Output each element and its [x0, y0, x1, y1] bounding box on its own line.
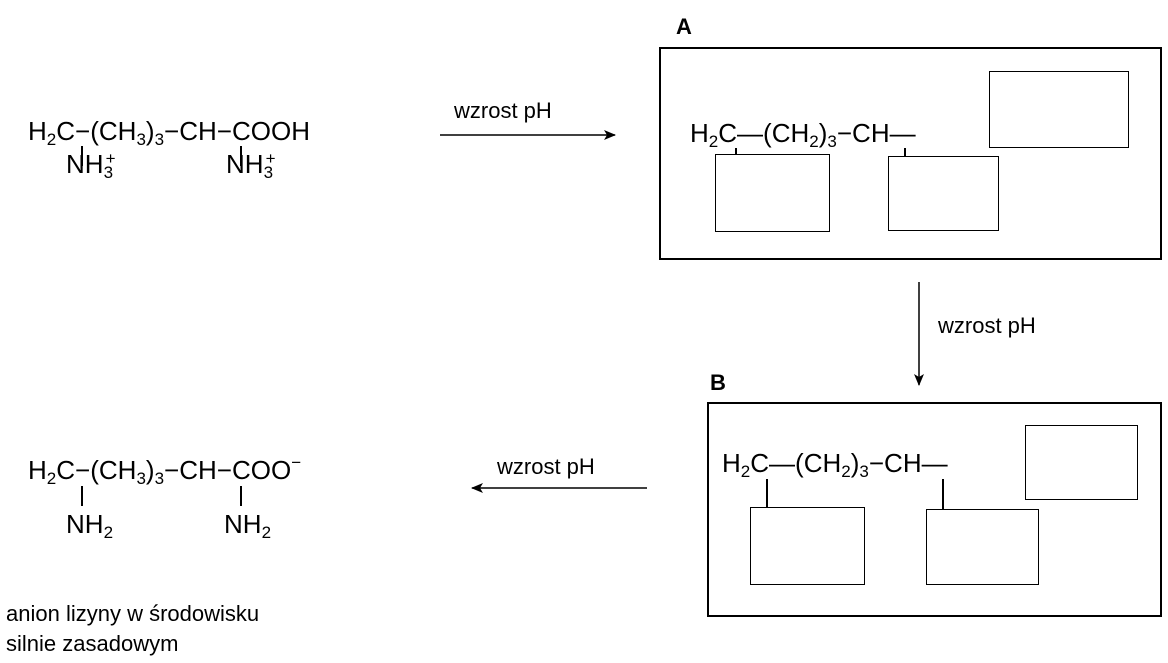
start-bond-2: [240, 146, 242, 166]
arrow-3-label: wzrost pH: [497, 454, 595, 479]
start-amino-group-1: NH3+: [66, 149, 116, 182]
box-b-bond-1: [766, 479, 768, 507]
caption-line-1: anion lizyny w środowisku: [6, 601, 260, 626]
box-b-frame: [707, 402, 1162, 617]
end-bond-1: [81, 486, 83, 506]
end-amino-group-2: NH2: [224, 509, 272, 542]
box-a-formula: H2C—(CH2)3−CH—: [690, 118, 916, 151]
box-a-frame: [659, 47, 1162, 260]
end-bond-2: [240, 486, 242, 506]
box-b-bond-2: [942, 479, 944, 509]
arrow-1-label: wzrost pH: [454, 98, 552, 123]
box-b-slot-side[interactable]: [1025, 425, 1138, 500]
arrow-2-label: wzrost pH: [938, 313, 1036, 338]
start-bond-1: [81, 146, 83, 166]
caption-line-2: silnie zasadowym: [6, 631, 179, 656]
box-a-slot-amine-2[interactable]: [888, 156, 999, 231]
box-b-slot-amine-2[interactable]: [926, 509, 1039, 585]
end-amino-group-1: NH2: [66, 509, 114, 542]
box-a-label: A: [676, 14, 692, 39]
box-b-label: B: [710, 370, 726, 395]
box-a-slot-amine-1[interactable]: [715, 154, 830, 232]
start-formula-main-chain: H2C−(CH3)3−CH−COOH: [28, 116, 310, 149]
box-a-bond-2: [904, 148, 906, 156]
box-a-bond-1: [735, 148, 737, 154]
box-a-slot-side[interactable]: [989, 71, 1129, 148]
box-b-slot-amine-1[interactable]: [750, 507, 865, 585]
end-formula-main-chain: H2C−(CH3)3−CH−COO−: [28, 453, 302, 488]
start-amino-group-2: NH3+: [226, 149, 276, 182]
box-b-formula: H2C—(CH2)3−CH—: [722, 448, 948, 481]
